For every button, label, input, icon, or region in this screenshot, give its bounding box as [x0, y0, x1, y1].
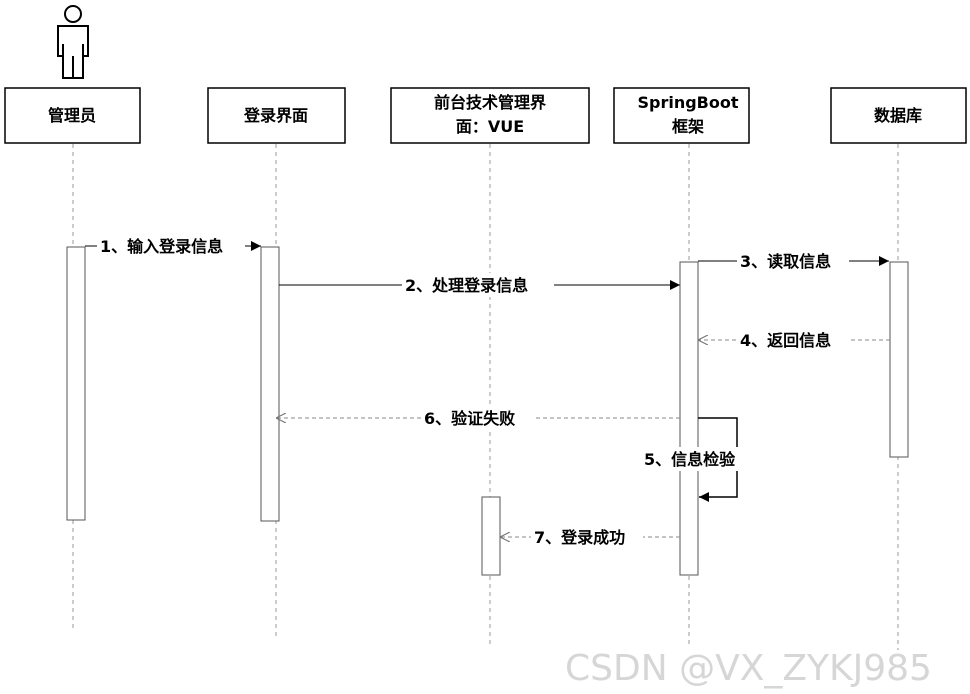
message-2-label: 2、处理登录信息	[405, 276, 528, 295]
participant-springboot-label-1: SpringBoot	[637, 93, 738, 112]
activation-springboot	[679, 261, 699, 576]
participant-frontend-label-1: 前台技术管理界	[434, 93, 546, 112]
message-3-label: 3、读取信息	[740, 252, 831, 271]
message-2: 2、处理登录信息	[279, 273, 680, 297]
participant-db: 数据库	[830, 87, 967, 144]
activation-admin	[66, 246, 86, 521]
message-6-label: 6、验证失败	[424, 409, 515, 428]
participant-springboot: SpringBoot 框架	[613, 87, 750, 144]
person-icon	[57, 5, 89, 79]
participant-db-label: 数据库	[874, 106, 922, 125]
participant-frontend-label-2: 面：VUE	[456, 117, 524, 136]
message-7-label: 7、登录成功	[534, 528, 625, 547]
activation-db	[889, 261, 909, 458]
message-5-label: 5、信息检验	[644, 450, 736, 469]
participant-login-label: 登录界面	[243, 106, 308, 125]
participant-login: 登录界面	[207, 87, 346, 144]
message-5: 5、信息检验	[641, 417, 753, 502]
message-6: 6、验证失败	[276, 406, 680, 430]
message-7: 7、登录成功	[500, 525, 680, 549]
message-1: 1、输入登录信息	[85, 234, 261, 258]
activation-frontend	[481, 496, 501, 576]
message-4-label: 4、返回信息	[740, 331, 831, 350]
participant-admin: 管理员	[4, 87, 141, 144]
participant-admin-label: 管理员	[48, 106, 96, 125]
participant-frontend: 前台技术管理界 面：VUE	[390, 87, 590, 144]
message-3: 3、读取信息	[698, 249, 889, 273]
activation-login	[260, 246, 280, 522]
participant-springboot-label-2: 框架	[672, 117, 704, 136]
message-4: 4、返回信息	[698, 328, 890, 352]
watermark: CSDN @VX_ZYKJ985	[565, 648, 932, 689]
message-1-label: 1、输入登录信息	[100, 237, 223, 256]
